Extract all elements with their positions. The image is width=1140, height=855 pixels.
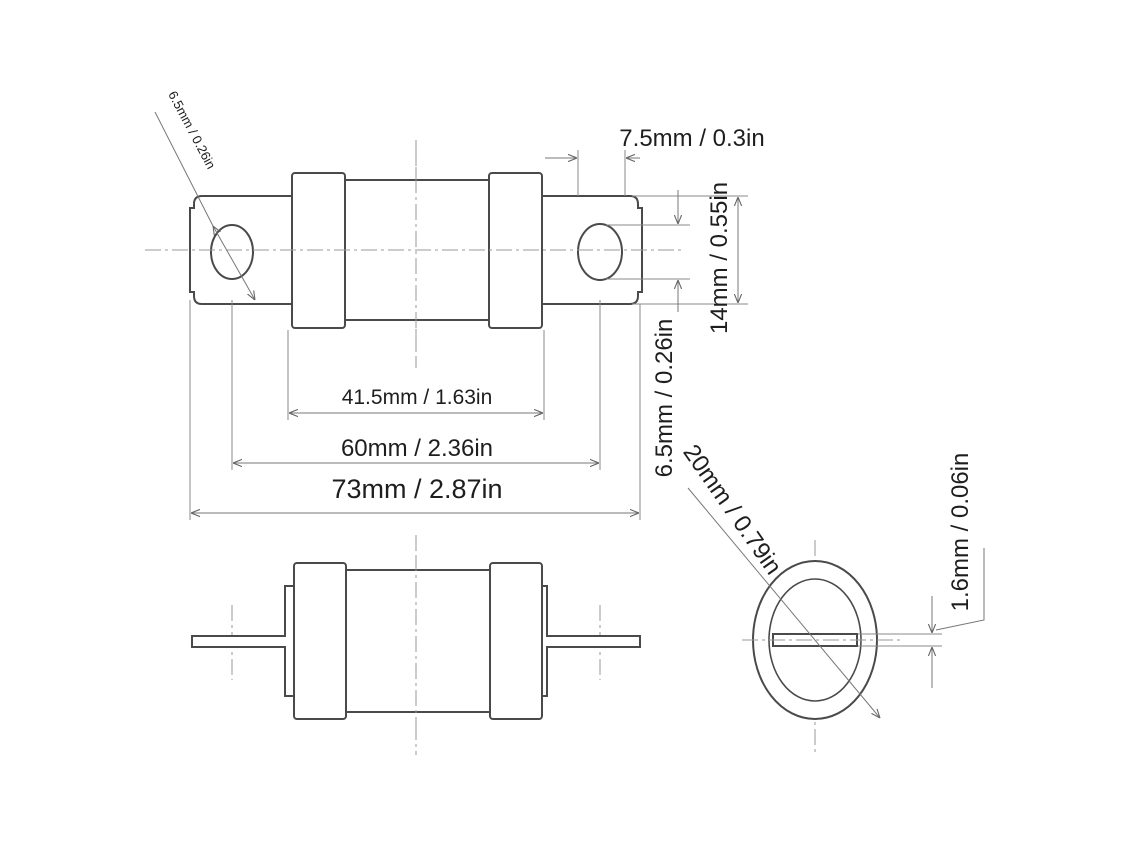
side-left-end-cap [293, 562, 347, 720]
hole-offset-label: 6.5mm / 0.26in [651, 319, 678, 478]
mount-hole-label: 6.5mm / 0.26in [165, 88, 219, 171]
right-mount-hole [577, 223, 623, 281]
overall-length-label: 73mm / 2.87in [331, 474, 502, 504]
side-left-tag [191, 585, 296, 697]
body-diameter-leader [687, 487, 880, 718]
side-right-tag [536, 585, 641, 697]
side-right-end-cap [489, 562, 543, 720]
end-view: 20mm / 0.79in 1.6mm / 0.06in [677, 440, 985, 755]
top-view [145, 140, 685, 368]
tag-length-label: 7.5mm / 0.3in [619, 125, 764, 152]
tag-thickness-callout [935, 548, 985, 631]
body-diameter-label: 20mm / 0.79in [677, 440, 786, 580]
tag-thickness-label: 1.6mm / 0.06in [947, 453, 974, 612]
mount-hole-dim-line [213, 226, 255, 300]
side-view [191, 535, 641, 755]
hole-centers-label: 60mm / 2.36in [341, 435, 493, 462]
mount-hole-leader [154, 111, 214, 227]
tag-width-label: 14mm / 0.55in [706, 182, 733, 334]
body-length-label: 41.5mm / 1.63in [342, 386, 493, 409]
